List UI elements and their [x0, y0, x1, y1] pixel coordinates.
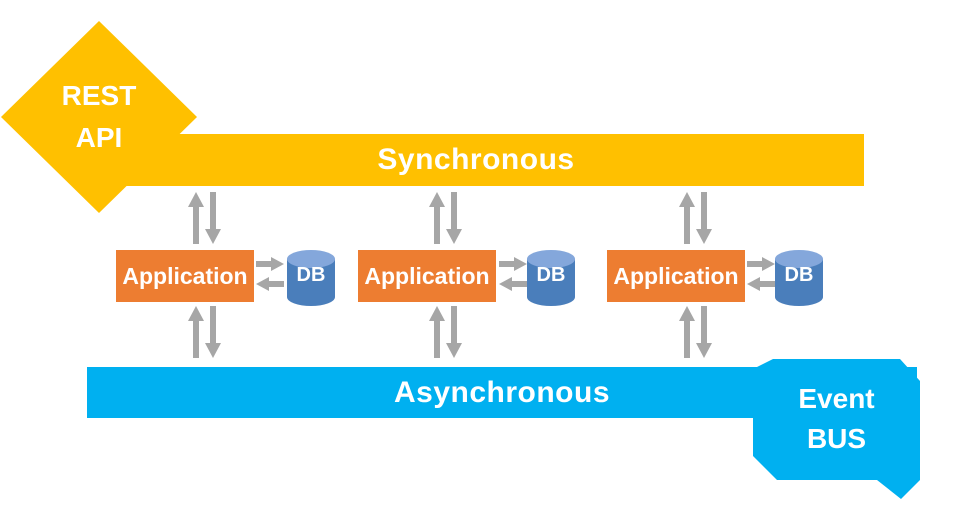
database-cylinder-icon: DB [775, 250, 823, 306]
app3-db-arrows [747, 257, 775, 291]
rest-api-label-line1: REST [61, 80, 137, 111]
app2-async-arrows [429, 306, 462, 358]
synchronous-bar: Synchronous [88, 134, 864, 186]
down-arrow-icon [446, 192, 462, 244]
synchronous-label: Synchronous [377, 143, 575, 176]
application-box: Application [607, 250, 745, 302]
database-cylinder-icon: DB [527, 250, 575, 306]
up-arrow-icon [679, 192, 695, 244]
event-bus-label-line1: Event [798, 383, 875, 414]
down-arrow-icon [696, 192, 712, 244]
app1-async-arrows [188, 306, 221, 358]
application-box: Application [358, 250, 496, 302]
down-arrow-icon [205, 306, 221, 358]
asynchronous-label: Asynchronous [393, 375, 611, 409]
db-label: DB [536, 264, 566, 286]
down-arrow-icon [205, 192, 221, 244]
up-arrow-icon [429, 306, 445, 358]
up-arrow-icon [429, 192, 445, 244]
application-label: Application [364, 262, 490, 289]
event-bus-badge [753, 359, 920, 499]
right-arrow-icon [256, 257, 284, 271]
up-arrow-icon [188, 306, 204, 358]
db-label: DB [296, 264, 326, 286]
sync-app1-arrows [188, 192, 221, 244]
right-arrow-icon [747, 257, 775, 271]
app1-db-arrows [256, 257, 284, 291]
down-arrow-icon [696, 306, 712, 358]
app2-db-arrows [499, 257, 527, 291]
up-arrow-icon [188, 192, 204, 244]
left-arrow-icon [499, 277, 527, 291]
event-bus-label-line2: BUS [806, 423, 867, 454]
event-bus-label: Event BUS [753, 358, 920, 480]
sync-app2-arrows [429, 192, 462, 244]
right-arrow-icon [499, 257, 527, 271]
app3-async-arrows [679, 306, 712, 358]
database-shape [775, 250, 823, 306]
sync-app3-arrows [679, 192, 712, 244]
database-shape [287, 250, 335, 306]
application-label: Application [613, 262, 739, 289]
up-arrow-icon [679, 306, 695, 358]
database-cylinder-icon: DB [287, 250, 335, 306]
application-label: Application [122, 262, 248, 289]
database-shape [527, 250, 575, 306]
left-arrow-icon [747, 277, 775, 291]
left-arrow-icon [256, 277, 284, 291]
down-arrow-icon [446, 306, 462, 358]
db-label: DB [784, 264, 814, 286]
rest-api-label-line2: API [75, 122, 123, 153]
event-bus-shape [753, 359, 920, 499]
application-box: Application [116, 250, 254, 302]
